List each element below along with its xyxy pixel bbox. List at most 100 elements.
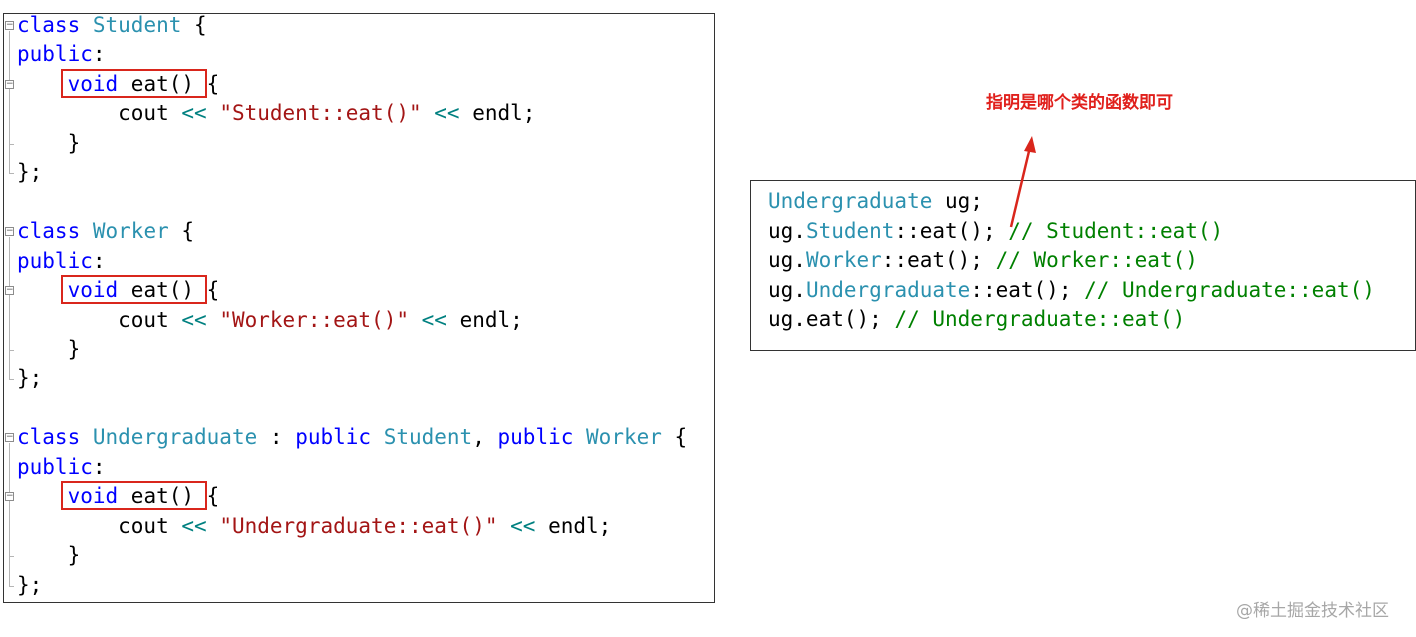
collapse-toggle-icon[interactable]: −	[5, 432, 14, 443]
code-line: }	[17, 129, 81, 158]
code-panel-class-definitions: class Student {public: void eat() { cout…	[3, 13, 715, 603]
code-line: public:	[17, 247, 106, 276]
code-token: Student	[383, 425, 473, 450]
code-token: :	[92, 42, 106, 67]
code-token	[80, 13, 93, 37]
code-line: cout << "Undergraduate::eat()" << endl;	[17, 512, 611, 541]
code-token: endl;	[459, 101, 536, 126]
code-token: ug;	[932, 189, 983, 213]
code-token: Worker	[92, 219, 169, 244]
code-line: ug.Worker::eat(); // Worker::eat()	[768, 246, 1198, 275]
code-token: public	[17, 248, 93, 273]
code-line: void eat() {	[17, 276, 220, 305]
code-token: }	[17, 336, 81, 361]
code-line: void eat() {	[17, 70, 220, 99]
code-token: "Undergraduate::eat()"	[219, 513, 498, 538]
code-token: }	[17, 543, 81, 568]
code-token	[17, 278, 68, 302]
code-token: ::eat();	[894, 218, 1009, 243]
outline-guide-end	[9, 379, 14, 381]
code-token: Student	[92, 13, 182, 37]
collapse-toggle-icon[interactable]: −	[5, 491, 14, 502]
code-token: {	[168, 219, 195, 244]
outline-guide-end	[9, 173, 14, 175]
code-token	[17, 72, 68, 96]
outline-guide-end	[9, 585, 14, 587]
code-token: :	[92, 454, 106, 479]
code-line: public:	[17, 40, 106, 69]
collapse-toggle-icon[interactable]: −	[5, 78, 14, 89]
code-token: void	[67, 71, 119, 96]
code-token: <<	[434, 101, 460, 126]
highlight-box	[61, 481, 207, 511]
code-token: // Worker::eat()	[995, 248, 1198, 272]
code-token: Undergraduate	[92, 425, 258, 450]
code-token: public	[17, 42, 93, 67]
code-token: class	[17, 219, 81, 244]
code-token: public	[17, 454, 93, 479]
code-token: eat() {	[118, 484, 220, 509]
code-token: Student	[805, 218, 895, 243]
code-token: // Undergraduate::eat()	[894, 307, 1186, 331]
code-token: cout	[17, 307, 182, 332]
code-token: ug.	[768, 218, 806, 243]
code-token: Worker	[805, 248, 882, 272]
collapse-toggle-icon[interactable]: −	[5, 20, 14, 30]
code-token: Worker	[586, 425, 662, 450]
code-line: Undergraduate ug;	[768, 187, 983, 216]
code-token: void	[67, 484, 119, 509]
code-token: <<	[421, 307, 447, 332]
code-token: "Worker::eat()"	[219, 307, 409, 332]
outline-guide-end	[9, 556, 14, 558]
code-token: class	[17, 425, 81, 450]
outline-guide-end	[9, 349, 14, 351]
code-line: class Undergraduate : public Student, pu…	[17, 423, 687, 452]
code-token: <<	[181, 101, 207, 126]
code-token: ,	[472, 425, 498, 450]
code-token: cout	[17, 513, 182, 538]
code-token	[207, 101, 220, 125]
code-token: ::eat();	[970, 277, 1085, 302]
code-line: cout << "Student::eat()" << endl;	[17, 99, 535, 128]
annotation-text: 指明是哪个类的函数即可	[986, 93, 1173, 113]
code-token: }	[17, 130, 81, 155]
code-line: ug.Student::eat(); // Student::eat()	[768, 217, 1223, 246]
code-line: }	[17, 541, 81, 570]
outline-guide	[9, 502, 10, 557]
code-token: "Student::eat()"	[219, 101, 422, 126]
code-token: <<	[181, 513, 207, 538]
code-token: {	[661, 425, 688, 450]
highlight-box	[61, 68, 207, 98]
code-token	[207, 514, 220, 538]
code-line: cout << "Worker::eat()" << endl;	[17, 306, 523, 335]
code-token: };	[17, 572, 43, 597]
code-token: // Undergraduate::eat()	[1084, 277, 1375, 302]
code-token: cout	[17, 101, 182, 126]
code-token: ug.eat();	[768, 307, 895, 331]
code-token	[573, 425, 586, 449]
code-line: class Worker {	[17, 217, 194, 246]
code-token	[409, 308, 422, 332]
code-token	[422, 101, 435, 125]
code-line: };	[17, 158, 42, 187]
code-line: class Student {	[17, 11, 207, 40]
code-token: Undergraduate	[805, 277, 971, 302]
code-line: ug.eat(); // Undergraduate::eat()	[768, 305, 1185, 334]
code-token	[497, 514, 510, 538]
code-token	[80, 425, 93, 449]
highlight-box	[61, 275, 207, 305]
outline-guide	[9, 296, 10, 350]
code-token	[80, 219, 93, 243]
code-token	[17, 484, 68, 508]
code-token: <<	[510, 513, 536, 538]
code-token: ug.	[768, 248, 806, 272]
code-token: :	[92, 248, 106, 273]
code-token	[371, 425, 384, 449]
collapse-toggle-icon[interactable]: −	[5, 285, 14, 296]
code-token: eat() {	[118, 71, 220, 96]
code-token: eat() {	[118, 278, 220, 303]
collapse-toggle-icon[interactable]: −	[5, 226, 14, 237]
code-token: :	[257, 425, 296, 450]
code-token: };	[17, 160, 43, 185]
outline-guide-end	[9, 143, 14, 145]
